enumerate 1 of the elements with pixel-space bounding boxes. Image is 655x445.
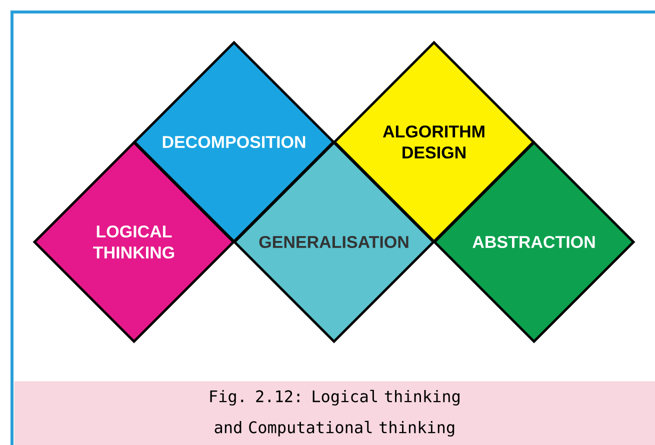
caption-band: Fig. 2.12: Logical thinking and Computational thinking bbox=[14, 381, 655, 445]
